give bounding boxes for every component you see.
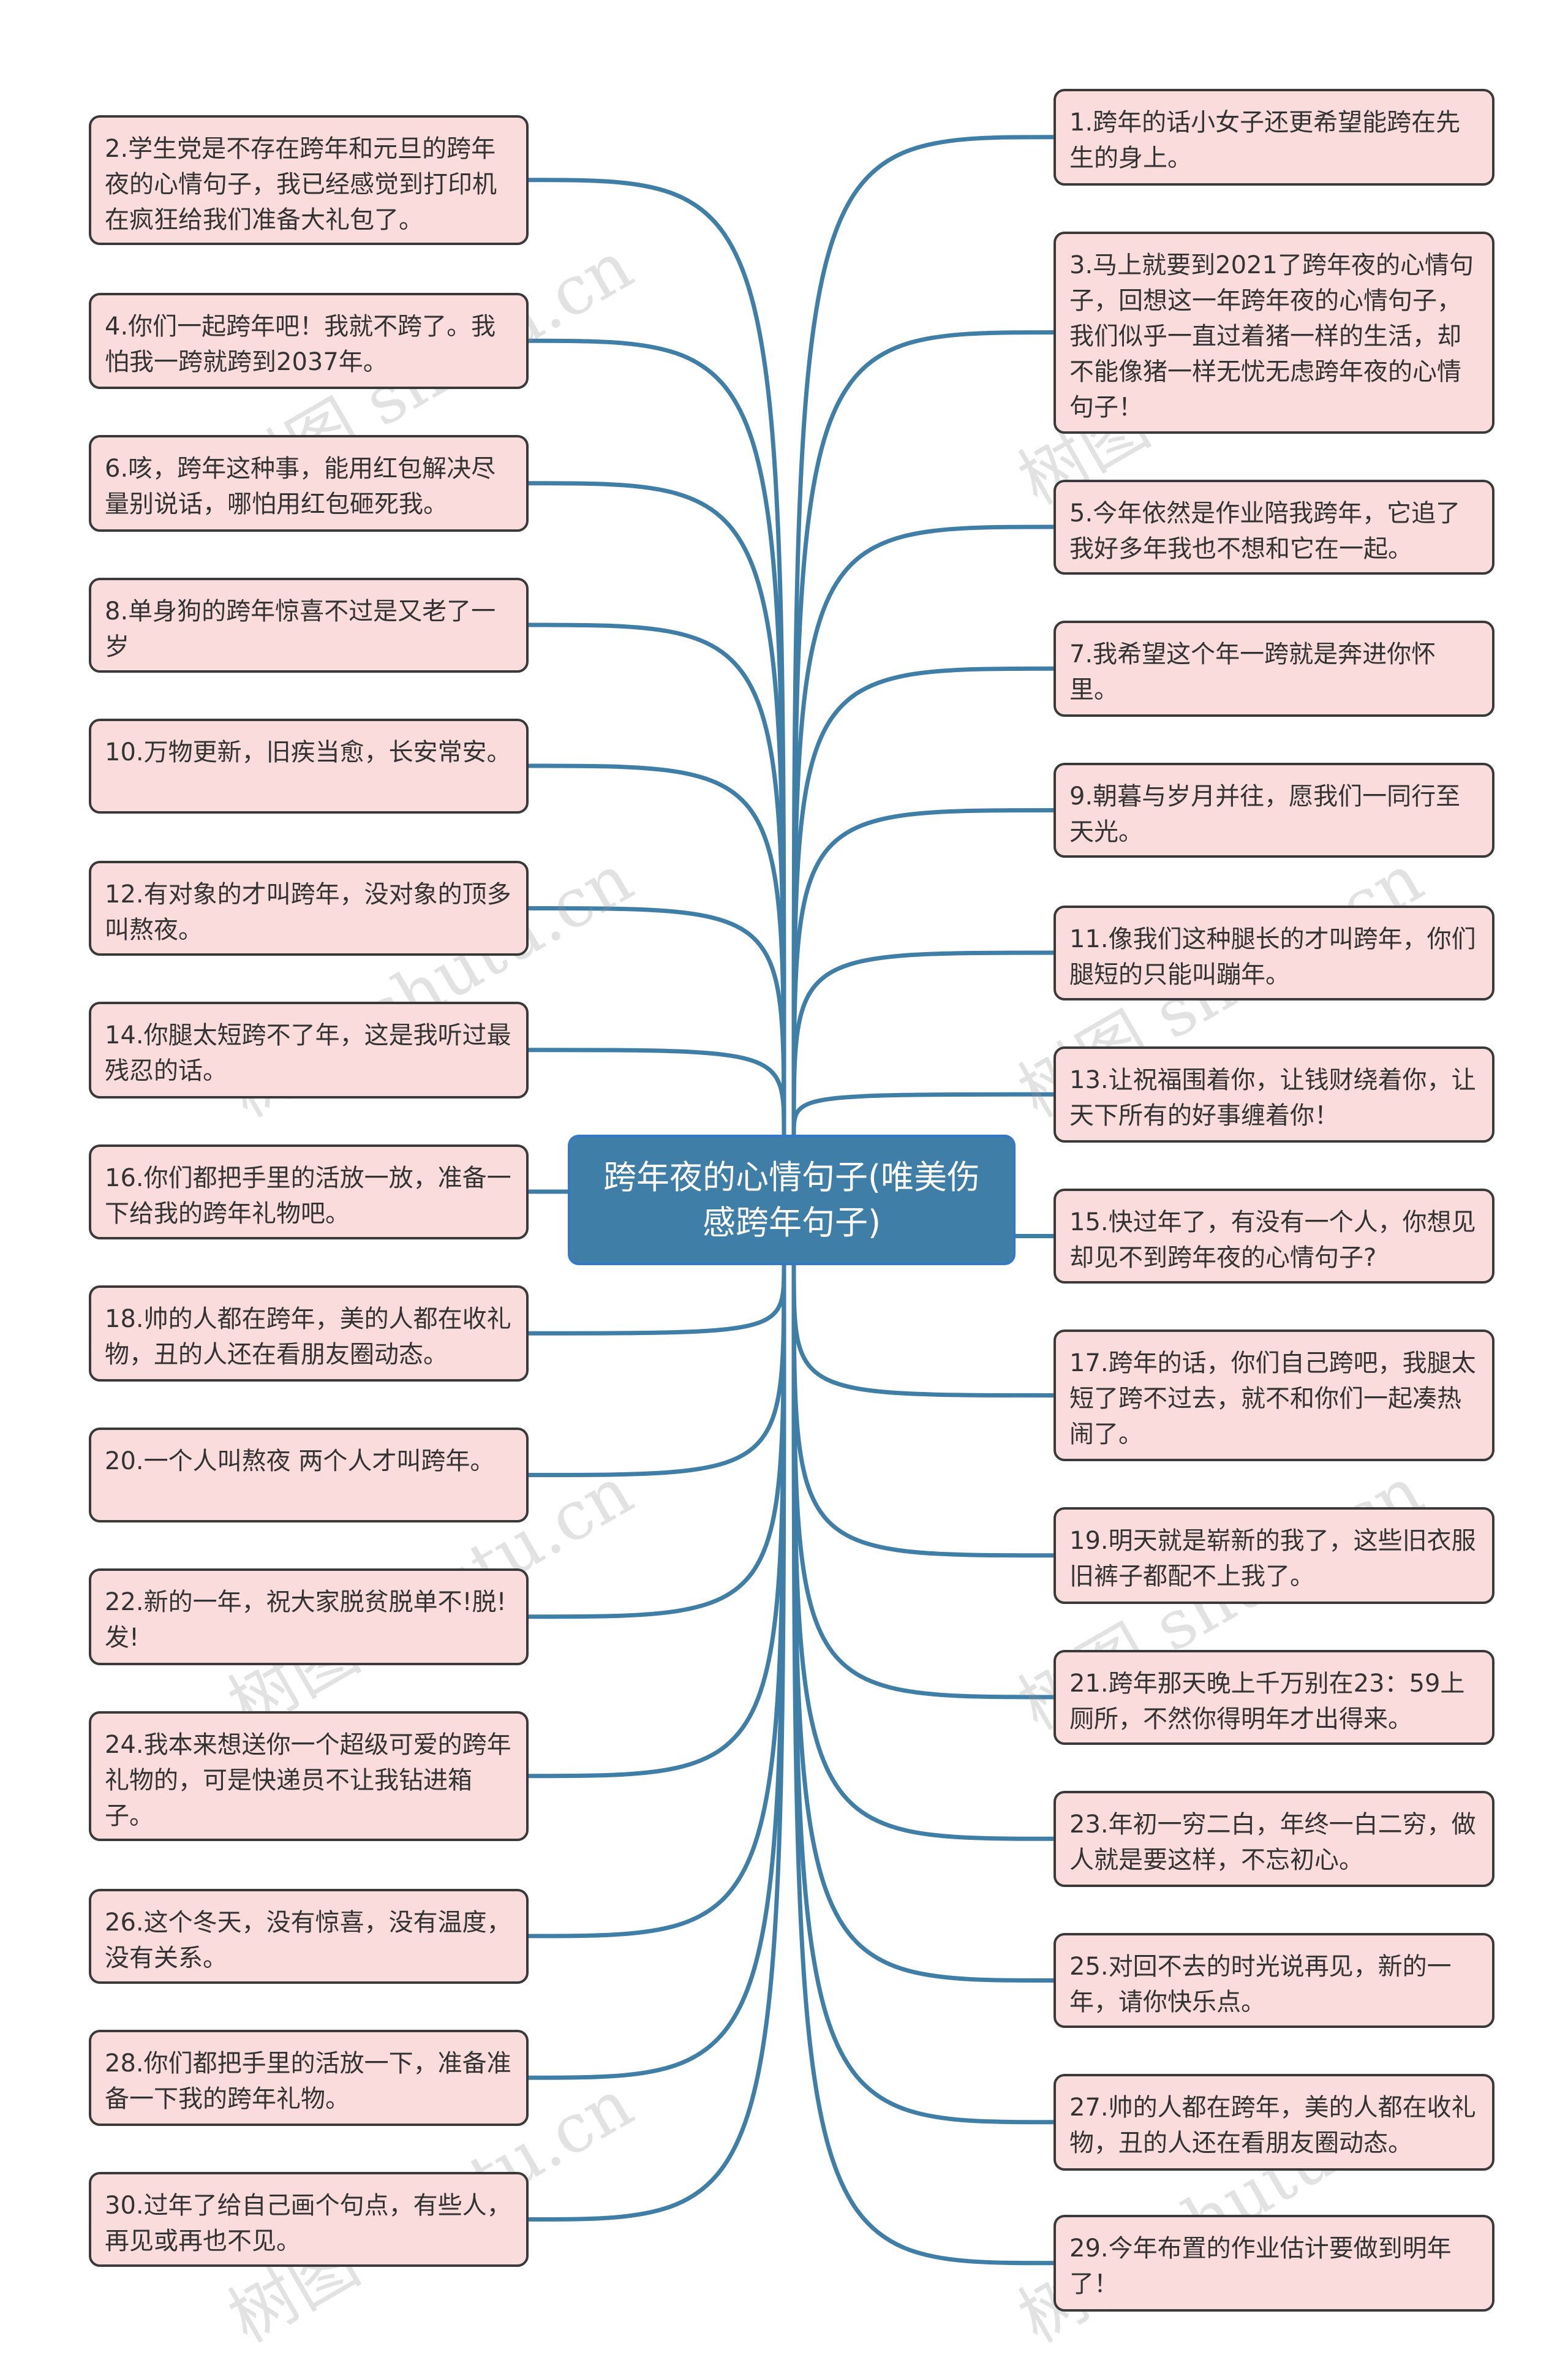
right-node-12[interactable]: 23.年初一穷二白，年终一白二穷，做人就是要这样，不忘初心。 xyxy=(1054,1790,1494,1887)
right-node-1[interactable]: 1.跨年的话小女子还更希望能跨在先生的身上。 xyxy=(1054,89,1494,186)
connector-left-6 xyxy=(528,906,786,1135)
connector-right-4 xyxy=(791,666,1054,1135)
right-node-3[interactable]: 5.今年依然是作业陪我跨年，它追了我好多年我也不想和它在一起。 xyxy=(1054,479,1494,575)
right-node-13[interactable]: 25.对回不去的时光说再见，新的一年，请你快乐点。 xyxy=(1054,1933,1494,2028)
left-node-11[interactable]: 22.新的一年，祝大家脱贫脱单不!脱!发! xyxy=(89,1568,529,1665)
connector-left-15 xyxy=(528,1265,786,2222)
right-node-2[interactable]: 3.马上就要到2021了跨年夜的心情句子，回想这一年跨年夜的心情句子，我们似乎一… xyxy=(1054,231,1494,434)
left-node-7[interactable]: 14.你腿太短跨不了年，这是我听过最残忍的话。 xyxy=(89,1002,529,1099)
left-node-3[interactable]: 6.咳，跨年这种事，能用红包解决尽量别说话，哪怕用红包砸死我。 xyxy=(89,435,529,532)
central-topic-text: 跨年夜的心情句子(唯美伤感跨年句子) xyxy=(603,1157,981,1242)
connector-left-12 xyxy=(528,1265,786,1779)
left-node-9[interactable]: 18.帅的人都在跨年，美的人都在收礼物，丑的人还在看朋友圈动态。 xyxy=(89,1285,529,1382)
connector-right-13 xyxy=(791,1265,1054,1983)
connector-left-11 xyxy=(528,1265,786,1619)
left-node-8[interactable]: 16.你们都把手里的活放一放，准备一下给我的跨年礼物吧。 xyxy=(89,1144,529,1239)
connector-right-7 xyxy=(791,1092,1054,1135)
right-node-11[interactable]: 21.跨年那天晚上千万别在23：59上厕所，不然你得明年才出得来。 xyxy=(1054,1649,1494,1745)
left-node-6[interactable]: 12.有对象的才叫跨年，没对象的顶多叫熬夜。 xyxy=(89,861,529,956)
left-node-4[interactable]: 8.单身狗的跨年惊喜不过是又老了一岁 xyxy=(89,577,529,673)
left-node-14[interactable]: 28.你们都把手里的活放一下，准备准备一下我的跨年礼物。 xyxy=(89,2029,529,2126)
connector-left-7 xyxy=(528,1048,786,1135)
connector-left-5 xyxy=(528,763,786,1135)
connector-right-5 xyxy=(791,808,1054,1135)
right-node-9[interactable]: 17.跨年的话，你们自己跨吧，我腿太短了跨不过去，就不和你们一起凑热闹了。 xyxy=(1054,1329,1494,1461)
right-node-15[interactable]: 29.今年布置的作业估计要做到明年了！ xyxy=(1054,2215,1494,2312)
central-topic[interactable]: 跨年夜的心情句子(唯美伤感跨年句子) xyxy=(568,1135,1016,1265)
right-node-7[interactable]: 13.让祝福围着你，让钱财绕着你，让天下所有的好事缠着你！ xyxy=(1054,1046,1494,1143)
left-node-15[interactable]: 30.过年了给自己画个句点，有些人，再见或再也不见。 xyxy=(89,2172,529,2267)
connector-left-1 xyxy=(528,178,786,1135)
connector-left-10 xyxy=(528,1265,786,1477)
right-node-4[interactable]: 7.我希望这个年一跨就是奔进你怀里。 xyxy=(1054,620,1494,717)
right-node-10[interactable]: 19.明天就是崭新的我了，这些旧衣服旧裤子都配不上我了。 xyxy=(1054,1507,1494,1604)
connector-right-15 xyxy=(791,1265,1054,2266)
right-node-5[interactable]: 9.朝暮与岁月并往，愿我们一同行至天光。 xyxy=(1054,763,1494,858)
connector-right-6 xyxy=(791,950,1054,1135)
connector-left-13 xyxy=(528,1265,786,1938)
left-node-10[interactable]: 20.一个人叫熬夜 两个人才叫跨年。 xyxy=(89,1428,529,1522)
connector-right-2 xyxy=(791,330,1054,1135)
left-node-5[interactable]: 10.万物更新，旧疾当愈，长安常安。 xyxy=(89,718,529,814)
connector-right-10 xyxy=(791,1265,1054,1558)
right-node-14[interactable]: 27.帅的人都在跨年，美的人都在收礼物，丑的人还在看朋友圈动态。 xyxy=(1054,2074,1494,2171)
connector-right-1 xyxy=(791,135,1054,1135)
connector-left-3 xyxy=(528,481,786,1135)
connector-left-14 xyxy=(528,1265,786,2080)
connector-right-11 xyxy=(791,1265,1054,1700)
left-node-1[interactable]: 2.学生党是不存在跨年和元旦的跨年夜的心情句子，我已经感觉到打印机在疯狂给我们准… xyxy=(89,115,529,245)
connector-right-3 xyxy=(791,524,1054,1135)
right-node-8[interactable]: 15.快过年了，有没有一个人，你想见却见不到跨年夜的心情句子? xyxy=(1054,1189,1494,1284)
right-node-6[interactable]: 11.像我们这种腿长的才叫跨年，你们腿短的只能叫蹦年。 xyxy=(1054,905,1494,1000)
left-node-13[interactable]: 26.这个冬天，没有惊喜，没有温度，没有关系。 xyxy=(89,1888,529,1984)
left-node-12[interactable]: 24.我本来想送你一个超级可爱的跨年礼物的，可是快递员不让我钻进箱子。 xyxy=(89,1711,529,1841)
connector-left-2 xyxy=(528,338,786,1135)
connector-right-9 xyxy=(791,1265,1054,1398)
connector-left-9 xyxy=(528,1265,786,1336)
left-node-2[interactable]: 4.你们一起跨年吧！我就不跨了。我怕我一跨就跨到2037年。 xyxy=(89,292,529,389)
